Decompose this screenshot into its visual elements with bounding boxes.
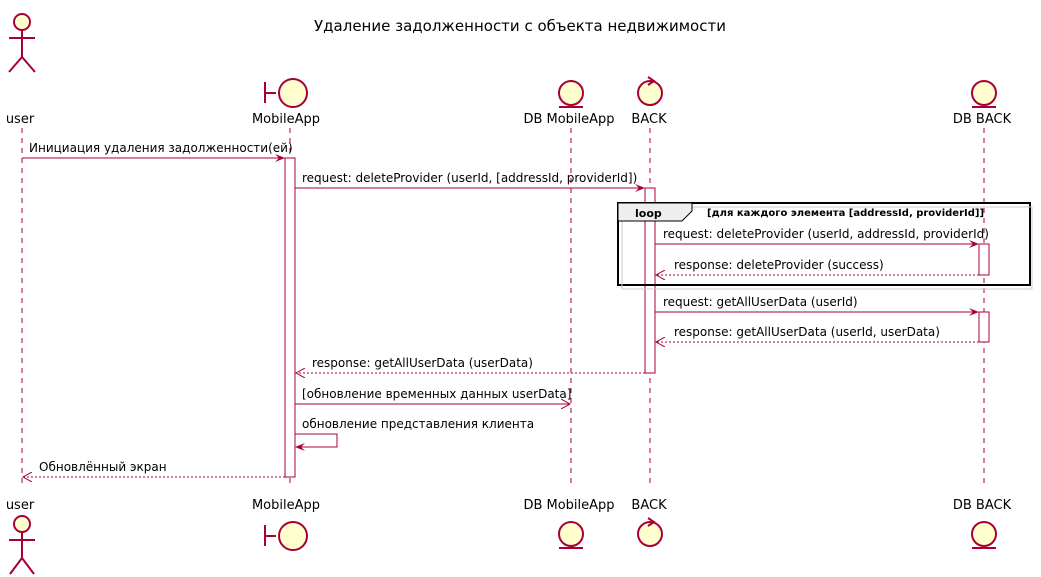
- entity-icon: [971, 80, 997, 108]
- message-label: обновление представления клиента: [302, 417, 534, 431]
- actor-icon: [9, 515, 35, 575]
- diagram-title: Удаление задолженности с объекта недвижи…: [314, 17, 726, 35]
- entity-icon: [558, 521, 584, 549]
- messages: Инициация удаления задолженности(ей) req…: [22, 141, 989, 477]
- participants-bottom: user MobileApp DB MobileApp BACK DB BACK: [6, 498, 1012, 575]
- message-label: request: deleteProvider (userId, [addres…: [302, 171, 637, 185]
- message-arrow: [295, 433, 338, 451]
- control-icon: [637, 76, 663, 106]
- activations: [284, 157, 990, 478]
- activation-back: [644, 187, 656, 374]
- participant-label-db-mobileapp-bottom: DB MobileApp: [523, 498, 614, 513]
- entity-icon: [971, 521, 997, 549]
- actor-icon: [8, 13, 36, 73]
- participant-label-db-back: DB BACK: [953, 112, 1012, 127]
- participant-label-mobileapp: MobileApp: [252, 112, 320, 127]
- message-label: request: deleteProvider (userId, address…: [663, 227, 989, 241]
- control-icon: [637, 517, 663, 547]
- message-label: [обновление временных данных userData]: [302, 387, 571, 401]
- entity-icon: [558, 80, 584, 108]
- participant-label-back: BACK: [631, 112, 667, 127]
- activation-mobileapp: [284, 157, 296, 478]
- boundary-icon: [264, 78, 308, 108]
- loop-keyword: loop: [635, 207, 662, 220]
- boundary-icon: [264, 521, 308, 551]
- participant-label-user-bottom: user: [6, 498, 35, 513]
- message-label: Инициация удаления задолженности(ей): [29, 141, 293, 155]
- message-label: response: getAllUserData (userId, userDa…: [674, 325, 940, 339]
- activation-db-back-1: [978, 243, 990, 276]
- participant-label-mobileapp-bottom: MobileApp: [252, 498, 320, 513]
- loop-condition: [для каждого элемента [addressId, provid…: [707, 208, 984, 219]
- loop-frame: [617, 202, 1031, 286]
- participant-label-db-back-bottom: DB BACK: [953, 498, 1012, 513]
- activation-db-back-2: [978, 311, 990, 343]
- participant-label-back-bottom: BACK: [631, 498, 667, 513]
- message-label: request: getAllUserData (userId): [663, 295, 858, 309]
- message-label: Обновлённый экран: [39, 460, 167, 474]
- participants-top: user MobileApp DB MobileApp BACK DB BACK: [6, 13, 1012, 127]
- message-label: response: deleteProvider (success): [674, 258, 884, 272]
- participant-label-user: user: [6, 112, 35, 127]
- message-label: response: getAllUserData (userData): [312, 356, 533, 370]
- participant-label-db-mobileapp: DB MobileApp: [523, 112, 614, 127]
- loop-tab: [617, 202, 693, 222]
- loop-shadow: [621, 206, 1033, 290]
- loop-fragment: loop [для каждого элемента [addressId, p…: [617, 202, 1033, 290]
